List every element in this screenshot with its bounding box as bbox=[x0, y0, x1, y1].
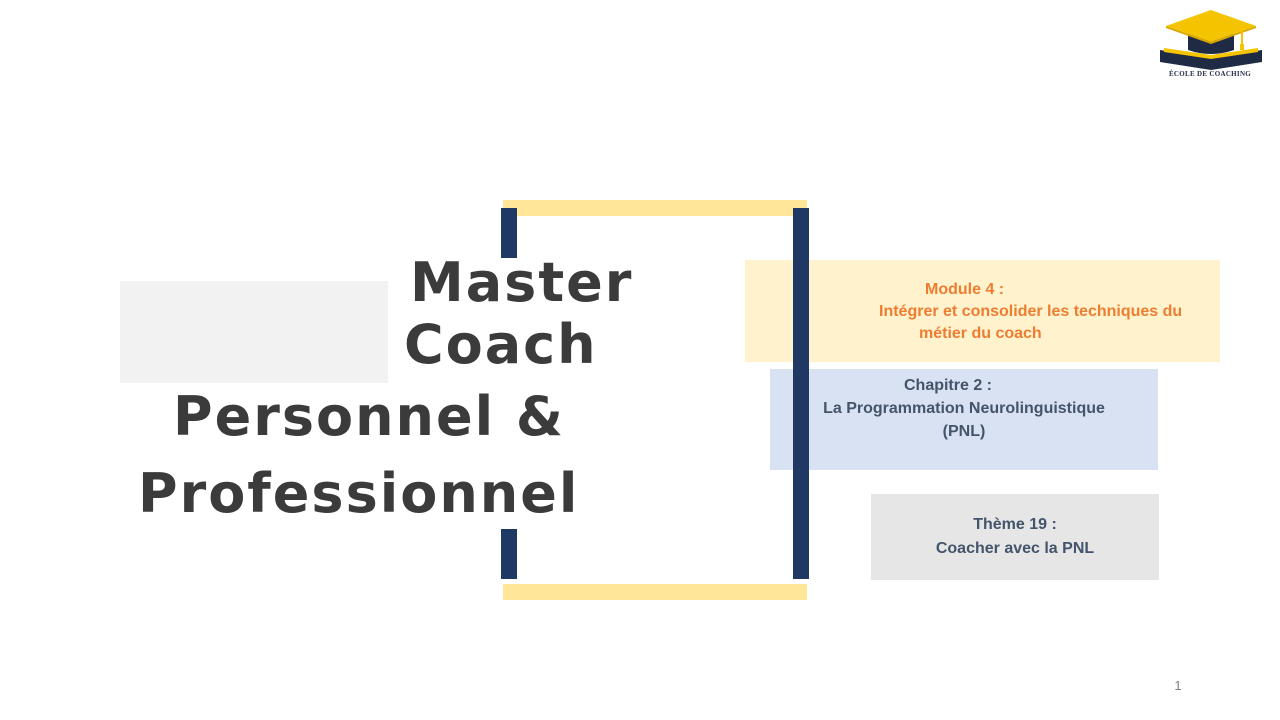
gray-accent-block bbox=[120, 281, 388, 383]
theme-label: Thème 19 : bbox=[973, 516, 1057, 533]
frame-left-bottom-bar bbox=[501, 529, 517, 579]
frame-right-bar bbox=[793, 208, 809, 579]
title-line-professionnel: Professionnel bbox=[138, 462, 580, 525]
module-description-line2: métier du coach bbox=[919, 325, 1042, 342]
school-logo-text: ÉCOLE DE COACHING bbox=[1168, 70, 1252, 78]
page-number: 1 bbox=[1174, 678, 1182, 693]
school-logo-icon bbox=[1160, 10, 1262, 70]
title-line-coach: Coach bbox=[404, 313, 598, 376]
frame-left-top-bar bbox=[501, 208, 517, 258]
module-label: Module 4 : bbox=[925, 281, 1005, 298]
title-line-personnel: Personnel & bbox=[173, 385, 565, 448]
module-description-line1: Intégrer et consolider les techniques du bbox=[879, 303, 1183, 320]
theme-box: Thème 19 : Coacher avec la PNL bbox=[871, 494, 1159, 580]
chapitre-description-line2: (PNL) bbox=[942, 423, 986, 440]
theme-description: Coacher avec la PNL bbox=[935, 540, 1095, 557]
chapitre-box: Chapitre 2 : La Programmation Neurolingu… bbox=[770, 369, 1158, 470]
chapitre-label: Chapitre 2 : bbox=[903, 377, 992, 394]
module-box: Module 4 : Intégrer et consolider les te… bbox=[745, 260, 1220, 362]
frame-bottom-bar bbox=[503, 584, 807, 600]
frame-top-bar bbox=[503, 200, 807, 216]
title-line-master: Master bbox=[410, 251, 634, 314]
chapitre-description-line1: La Programmation Neurolinguistique bbox=[823, 400, 1105, 417]
